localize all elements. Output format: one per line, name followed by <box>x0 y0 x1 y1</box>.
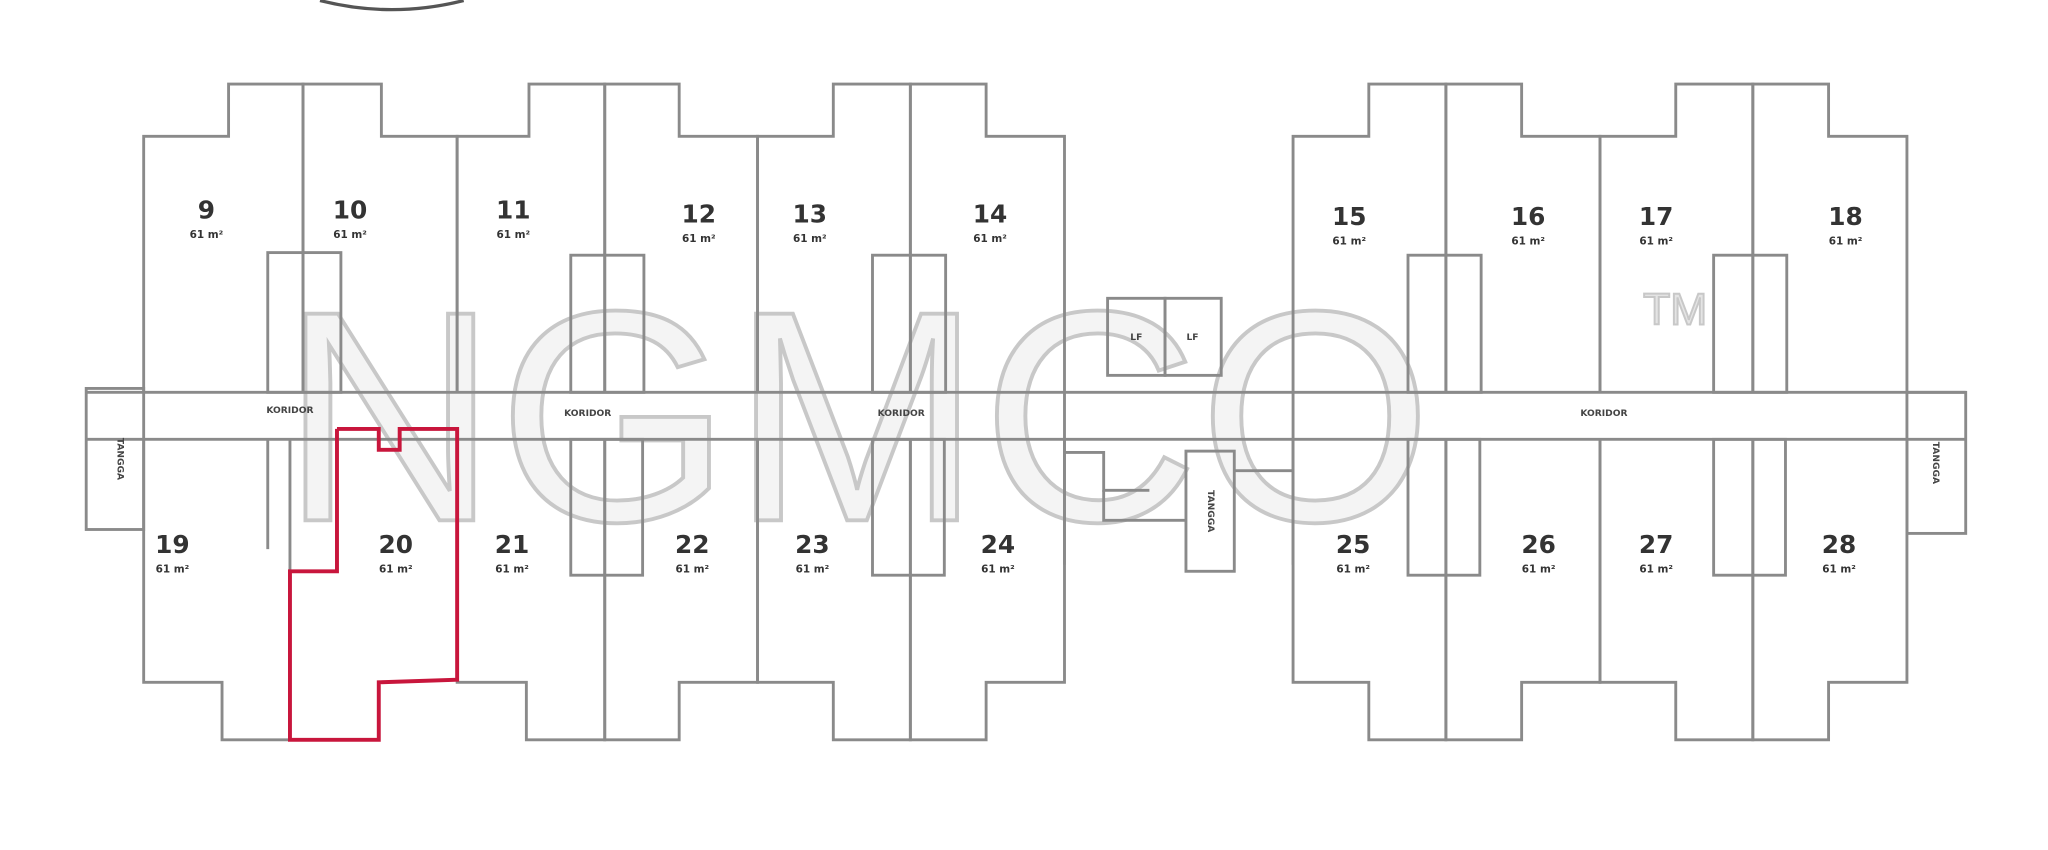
unit-24[interactable]: 24 61 m² <box>981 530 1016 576</box>
unit-number: 15 <box>1332 202 1367 231</box>
unit-number: 10 <box>333 196 368 225</box>
light-well <box>1406 253 1483 394</box>
unit-number: 19 <box>155 530 190 559</box>
unit-20[interactable]: 20 61 m² <box>378 530 413 576</box>
unit-outline <box>142 82 305 393</box>
unit-21[interactable]: 21 61 m² <box>495 530 530 576</box>
unit-outline <box>908 82 1066 393</box>
unit-area: 61 m² <box>1332 236 1366 248</box>
unit-outline <box>1598 439 1755 742</box>
unit-outline <box>1444 439 1602 742</box>
unit-area: 61 m² <box>1511 236 1545 248</box>
unit-area: 61 m² <box>1639 236 1673 248</box>
unit-walls <box>142 82 1909 742</box>
unit-number: 28 <box>1822 530 1857 559</box>
unit-number: 22 <box>675 530 710 559</box>
unit-17[interactable]: 17 61 m² <box>1639 202 1674 248</box>
lift-label: LF <box>1130 333 1142 343</box>
unit-number: 17 <box>1639 202 1674 231</box>
light-well <box>871 253 948 394</box>
unit-area: 61 m² <box>682 233 716 245</box>
unit-area: 61 m² <box>1639 564 1673 576</box>
unit-number: 13 <box>793 200 828 229</box>
light-well <box>266 251 343 394</box>
unit-area: 61 m² <box>973 233 1007 245</box>
unit-number: 14 <box>973 200 1008 229</box>
unit-27[interactable]: 27 61 m² <box>1639 530 1674 576</box>
unit-18[interactable]: 18 61 m² <box>1828 202 1863 248</box>
light-well <box>569 437 645 577</box>
unit-13[interactable]: 13 61 m² <box>793 200 828 246</box>
corridor-label: KORIDOR <box>266 406 313 416</box>
watermark-tm: TM <box>1643 285 1707 334</box>
unit-number: 11 <box>496 196 531 225</box>
unit-outline <box>1751 82 1909 393</box>
unit-12[interactable]: 12 61 m² <box>682 200 717 246</box>
watermark: NGMCO <box>281 248 1432 584</box>
light-well <box>1406 437 1482 577</box>
unit-area: 61 m² <box>796 564 830 576</box>
unit-number: 27 <box>1639 530 1674 559</box>
corridor-label: KORIDOR <box>1580 409 1627 419</box>
unit-number: 23 <box>795 530 830 559</box>
unit-area: 61 m² <box>497 229 531 241</box>
stair-label: TANGGA <box>1205 490 1215 533</box>
unit-outline <box>1751 439 1909 742</box>
unit-area: 61 m² <box>1522 564 1556 576</box>
corridor-label: KORIDOR <box>878 409 925 419</box>
stair-label: TANGGA <box>115 438 125 481</box>
unit-number: 16 <box>1511 202 1546 231</box>
unit-area: 61 m² <box>675 564 709 576</box>
unit-area: 61 m² <box>379 564 413 576</box>
unit-area: 61 m² <box>190 229 224 241</box>
light-well <box>1712 437 1787 577</box>
unit-number: 24 <box>981 530 1016 559</box>
lift <box>1163 296 1223 377</box>
unit-28[interactable]: 28 61 m² <box>1822 530 1857 576</box>
unit-number: 18 <box>1828 202 1863 231</box>
unit-25[interactable]: 25 61 m² <box>1336 530 1371 576</box>
unit-area: 61 m² <box>981 564 1015 576</box>
corridor-label: KORIDOR <box>564 409 611 419</box>
unit-area: 61 m² <box>793 233 827 245</box>
unit-26[interactable]: 26 61 m² <box>1521 530 1556 576</box>
selected-unit-outline <box>288 426 460 742</box>
stair-label: TANGGA <box>1930 442 1940 485</box>
unit-area: 61 m² <box>1336 564 1370 576</box>
logo-arc <box>319 0 465 12</box>
unit-22[interactable]: 22 61 m² <box>675 530 710 576</box>
unit-labels: 9 61 m² 10 61 m² 11 61 m² 12 61 m² 13 61 m² 14 61 m… <box>155 196 1863 576</box>
unit-number: 9 <box>198 196 215 225</box>
unit-16[interactable]: 16 61 m² <box>1511 202 1546 248</box>
unit-number: 25 <box>1336 530 1371 559</box>
unit-area: 61 m² <box>156 564 190 576</box>
light-well <box>1712 253 1789 394</box>
stair-center <box>1184 449 1236 573</box>
unit-number: 12 <box>682 200 717 229</box>
unit-11[interactable]: 11 61 m² <box>496 196 531 242</box>
unit-9[interactable]: 9 61 m² <box>190 196 224 242</box>
unit-10[interactable]: 10 61 m² <box>333 196 368 242</box>
unit-area: 61 m² <box>1829 236 1863 248</box>
unit-number: 26 <box>1521 530 1556 559</box>
unit-15[interactable]: 15 61 m² <box>1332 202 1367 248</box>
unit-outline <box>1598 82 1755 393</box>
unit-outline <box>908 439 1066 742</box>
unit-19[interactable]: 19 61 m² <box>155 530 190 576</box>
unit-23[interactable]: 23 61 m² <box>795 530 830 576</box>
lift-label: LF <box>1186 333 1198 343</box>
unit-area: 61 m² <box>333 229 367 241</box>
unit-area: 61 m² <box>495 564 529 576</box>
unit-number: 21 <box>495 530 530 559</box>
light-well <box>871 437 946 577</box>
unit-14[interactable]: 14 61 m² <box>973 200 1008 246</box>
light-well <box>569 253 646 394</box>
unit-area: 61 m² <box>1822 564 1856 576</box>
unit-number: 20 <box>378 530 413 559</box>
